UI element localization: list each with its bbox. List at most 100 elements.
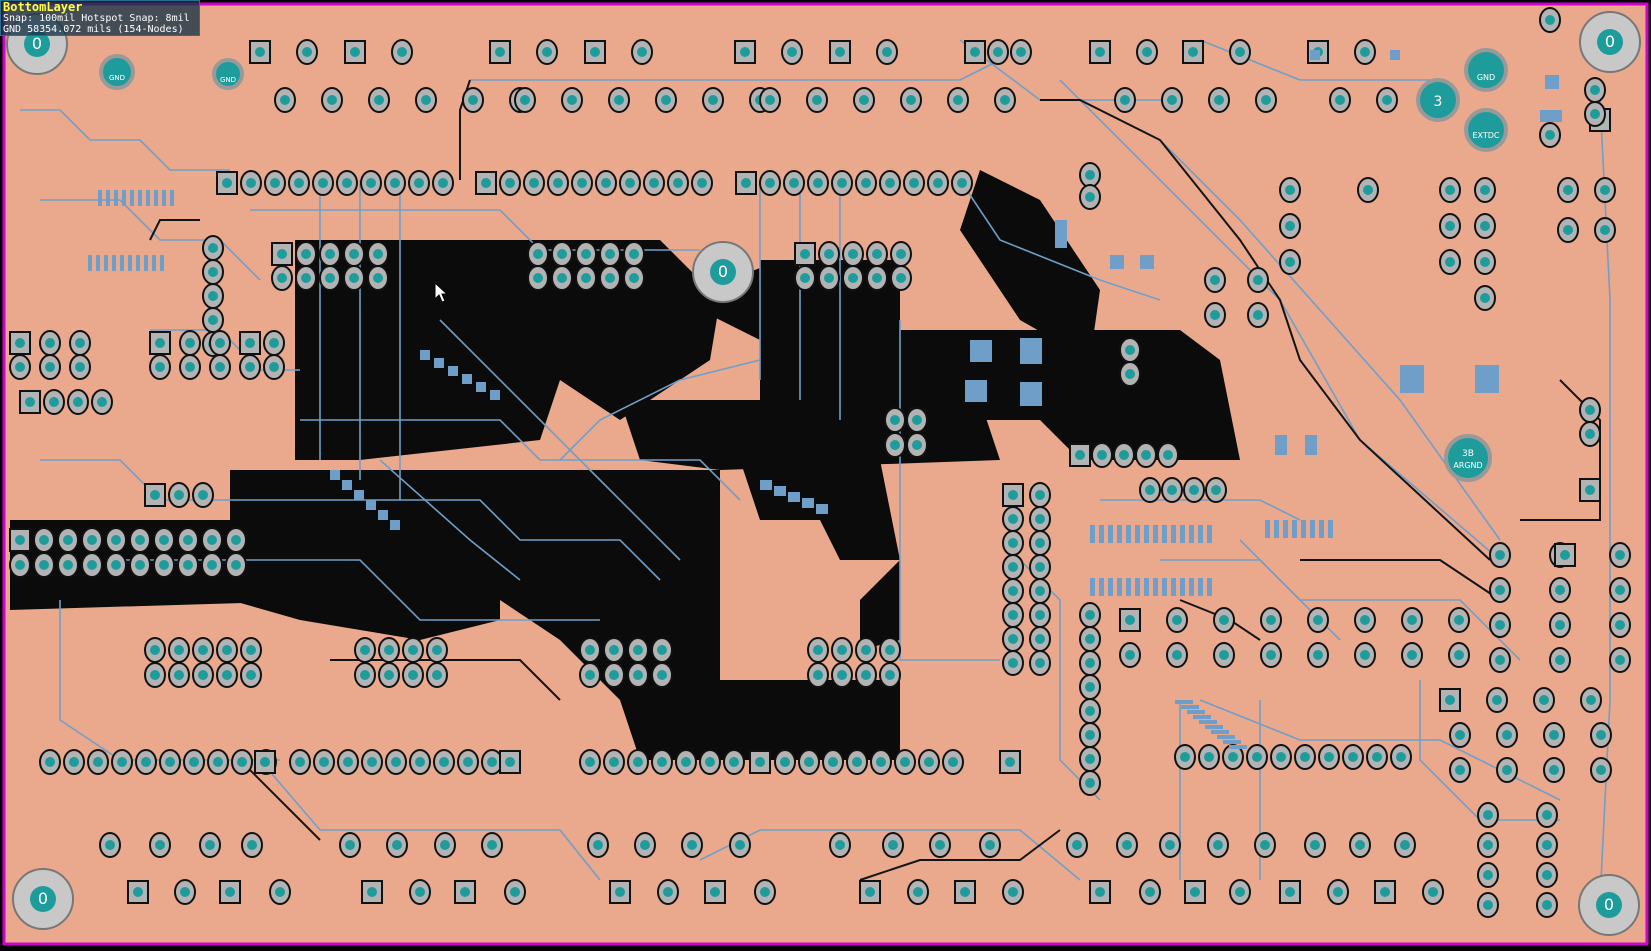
smd-pad (330, 470, 340, 480)
drill-hole (510, 887, 520, 897)
drill-hole (189, 757, 199, 767)
drill-hole (63, 560, 73, 570)
drill-hole (800, 273, 810, 283)
drill-hole (1008, 658, 1018, 668)
drill-hole (533, 249, 543, 259)
drill-hole (432, 670, 442, 680)
smd-pad (1301, 520, 1306, 538)
drill-hole (710, 887, 720, 897)
drill-hole (1266, 650, 1276, 660)
drill-hole (1075, 450, 1085, 460)
drill-hole (1590, 85, 1600, 95)
drill-hole (255, 47, 265, 57)
smd-pad (1126, 578, 1131, 596)
drill-hole (1555, 655, 1565, 665)
drill-hole (885, 178, 895, 188)
drill-hole (804, 757, 814, 767)
drill-hole (1000, 95, 1010, 105)
smd-pad (1198, 578, 1203, 596)
drill-hole (1445, 695, 1455, 705)
drill-hole (1492, 695, 1502, 705)
drill-hole (1167, 95, 1177, 105)
drill-hole (1035, 562, 1045, 572)
drill-hole (601, 178, 611, 188)
drill-hole (350, 47, 360, 57)
drill-hole (1008, 538, 1018, 548)
drill-hole (1495, 620, 1505, 630)
drill-hole (609, 645, 619, 655)
drill-hole (208, 315, 218, 325)
drill-hole (993, 47, 1003, 57)
smd-pad (136, 255, 140, 271)
mounting-hole: 0 (12, 868, 74, 930)
drill-hole (953, 95, 963, 105)
drill-hole (861, 178, 871, 188)
drill-hole (649, 178, 659, 188)
drill-hole (373, 273, 383, 283)
drill-hole (1545, 15, 1555, 25)
smd-pad (448, 366, 458, 376)
drill-hole (117, 757, 127, 767)
drill-hole (1035, 514, 1045, 524)
drill-hole (245, 362, 255, 372)
drill-hole (1596, 765, 1606, 775)
drill-hole (1235, 887, 1245, 897)
drill-hole (1085, 192, 1095, 202)
drill-hole (155, 840, 165, 850)
mounting-holes: 0 0 0 0 0 (6, 11, 1641, 936)
smd-pad (1180, 578, 1185, 596)
drill-hole (1360, 47, 1370, 57)
smd-pad (1153, 525, 1158, 543)
smd-pad (965, 380, 987, 402)
drill-hole (1555, 585, 1565, 595)
drill-hole (1454, 615, 1464, 625)
drill-hole (367, 887, 377, 897)
drill-hole (174, 670, 184, 680)
drill-hole (1615, 620, 1625, 630)
drill-hole (1363, 185, 1373, 195)
drill-hole (93, 757, 103, 767)
drill-hole (222, 178, 232, 188)
drill-hole (629, 249, 639, 259)
drill-hole (277, 249, 287, 259)
smd-pad (1189, 578, 1194, 596)
drill-hole (1120, 95, 1130, 105)
drill-hole (896, 249, 906, 259)
drill-hole (1035, 586, 1045, 596)
drill-hole (885, 645, 895, 655)
smd-pad (1223, 740, 1241, 744)
smd-pad (476, 382, 486, 392)
drill-hole (1252, 752, 1262, 762)
drill-hole (1586, 695, 1596, 705)
drill-hole (1348, 752, 1358, 762)
drill-hole (505, 757, 515, 767)
drill-hole (1445, 185, 1455, 195)
drill-hole (73, 397, 83, 407)
drill-hole (269, 362, 279, 372)
drill-hole (207, 560, 217, 570)
smd-pad (1140, 255, 1154, 269)
drill-hole (1396, 752, 1406, 762)
drill-hole (1219, 650, 1229, 660)
drill-hole (1008, 887, 1018, 897)
smd-pad (462, 374, 472, 384)
drill-hole (590, 47, 600, 57)
smd-pad (970, 340, 992, 362)
drill-hole (837, 670, 847, 680)
drill-hole (1167, 485, 1177, 495)
drill-hole (325, 249, 335, 259)
drill-hole (1502, 730, 1512, 740)
drill-hole (1085, 730, 1095, 740)
drill-hole (1005, 757, 1015, 767)
drill-hole (1372, 752, 1382, 762)
smd-pad (1126, 525, 1131, 543)
drill-hole (1085, 754, 1095, 764)
drill-hole (1615, 655, 1625, 665)
drill-hole (1228, 752, 1238, 762)
drill-hole (432, 645, 442, 655)
smd-pad (1162, 525, 1167, 543)
smd-pad (144, 255, 148, 271)
smd-pad (390, 520, 400, 530)
